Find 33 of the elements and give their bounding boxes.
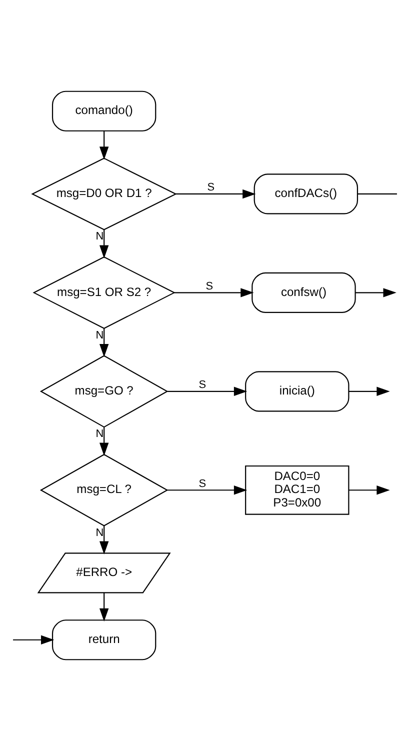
- arrow: [99, 427, 109, 456]
- node-box: DAC0=0 DAC1=0 P3=0x00: [245, 465, 350, 515]
- node-box: confsw(): [252, 272, 356, 313]
- node-box: confDACs(): [254, 174, 358, 214]
- edge-label: S: [198, 478, 206, 490]
- arrow: [348, 486, 390, 495]
- edge-label: S: [207, 182, 215, 194]
- arrow: [174, 288, 254, 298]
- node-diamond: msg=S1 OR S2 ?: [32, 256, 176, 329]
- arrow: [99, 526, 109, 554]
- arrow: [99, 230, 109, 258]
- arrow: [99, 130, 109, 160]
- node-box: return: [52, 620, 156, 660]
- arrow: [355, 288, 396, 298]
- arrow: [348, 386, 390, 396]
- arrow: [176, 189, 256, 199]
- arrow: [167, 386, 248, 396]
- edge-label: S: [206, 280, 214, 292]
- node-diamond: msg=D0 OR D1 ?: [31, 158, 177, 230]
- arrow: [13, 635, 54, 644]
- node-box: inicia(): [245, 371, 350, 412]
- node-box: comando(): [52, 90, 156, 132]
- node-diamond: msg=GO ?: [40, 355, 168, 428]
- node-diamond: msg=CL ?: [40, 454, 168, 526]
- edge-label: S: [198, 379, 206, 392]
- edge-label: N: [96, 329, 104, 342]
- arrow: [167, 486, 248, 495]
- edge-label: N: [96, 526, 104, 539]
- arrow: [99, 592, 109, 622]
- connector: [358, 193, 397, 194]
- arrow: [99, 328, 109, 358]
- edge-label: N: [96, 230, 104, 243]
- edge-label: N: [96, 428, 104, 440]
